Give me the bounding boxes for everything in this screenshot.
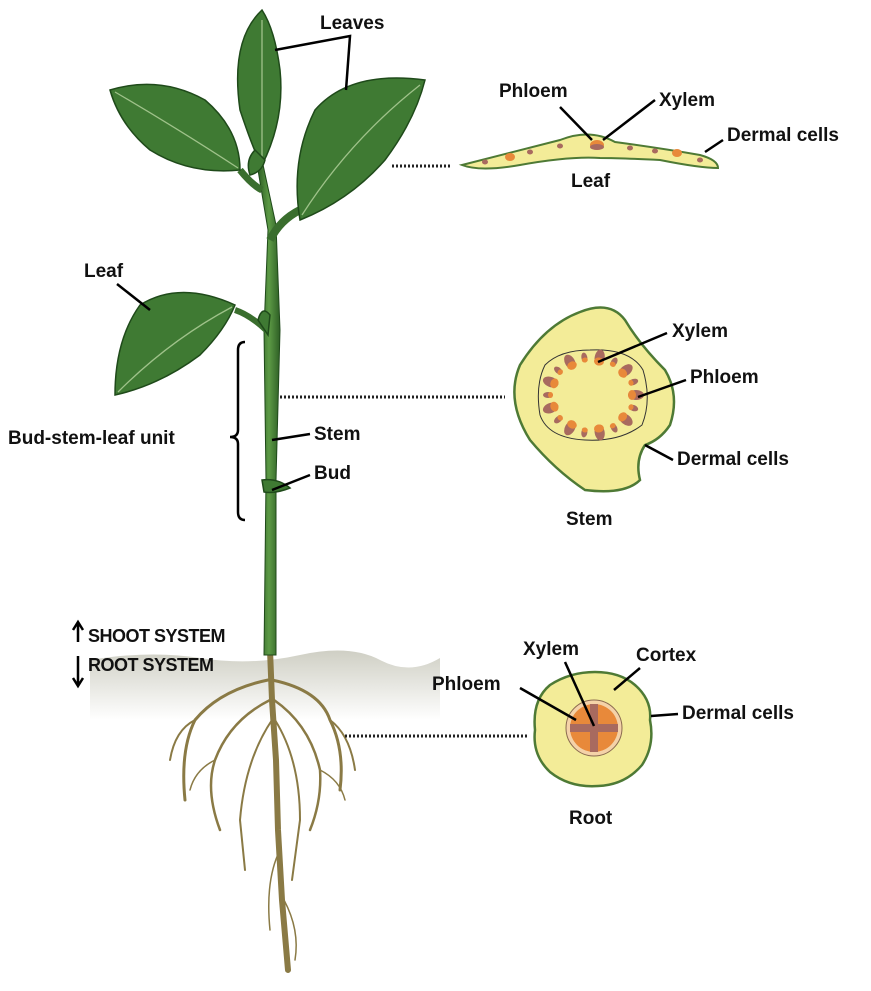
root-section-title: Root <box>569 808 613 829</box>
leaves-label: Leaves <box>320 13 384 34</box>
shoot-system-label: SHOOT SYSTEM <box>88 626 225 646</box>
arrow-up-icon <box>71 619 85 642</box>
stem-dermal-pointer <box>644 443 674 462</box>
unit-bracket <box>229 340 246 522</box>
vascular-bundle <box>564 420 577 436</box>
leaf-dermal-label: Dermal cells <box>727 125 839 146</box>
stem-dermal-label: Dermal cells <box>677 449 789 470</box>
vascular-bundle <box>581 352 588 363</box>
unit-label: Bud-stem-leaf unit <box>8 428 175 449</box>
leaves <box>109 8 426 494</box>
stem-phloem-label: Phloem <box>690 367 759 388</box>
arrow-down-icon <box>71 656 85 689</box>
root-xylem-label: Xylem <box>523 639 579 660</box>
vascular-bundle <box>628 378 639 386</box>
bud-pointer <box>271 473 311 492</box>
root-cortex-pointer <box>613 667 641 691</box>
stem-xylem-pointer <box>597 331 668 364</box>
root-phloem-pointer <box>519 686 577 722</box>
vascular-bundle <box>554 415 563 424</box>
leaf-label: Leaf <box>84 261 124 282</box>
root-system-label: ROOT SYSTEM <box>88 655 214 675</box>
stem-xylem-label: Xylem <box>672 321 728 342</box>
root-xylem-pointer <box>563 661 596 727</box>
vascular-bundle <box>618 412 633 426</box>
vascular-bundle <box>554 366 563 375</box>
vascular-bundle <box>593 424 605 441</box>
bud-label: Bud <box>314 463 351 484</box>
leaf-phloem-label: Phloem <box>499 81 568 102</box>
vascular-bundle <box>542 401 559 414</box>
vascular-bundle <box>581 427 588 438</box>
stem-section-title: Stem <box>566 509 612 530</box>
leaf-section-title: Leaf <box>571 171 611 192</box>
vascular-bundle <box>543 392 553 398</box>
stem-label: Stem <box>314 424 360 445</box>
root-dermal-pointer <box>650 712 679 718</box>
soil <box>90 650 440 720</box>
leaf-xylem-label: Xylem <box>659 90 715 111</box>
leaf-phloem-pointer <box>559 106 593 141</box>
stem-cross-section <box>513 306 676 493</box>
leaf-dermal-pointer <box>704 138 724 154</box>
vascular-bundle <box>628 404 639 412</box>
vascular-bundle <box>609 423 618 433</box>
stem-pointer <box>271 432 311 442</box>
vascular-bundle <box>618 364 633 378</box>
root-cortex-label: Cortex <box>636 645 697 666</box>
leaf-xylem-pointer <box>602 99 656 141</box>
vascular-bundle <box>542 376 559 389</box>
root-cross-section <box>533 670 653 788</box>
root-dermal-label: Dermal cells <box>682 703 794 724</box>
leaf-cross-section <box>458 133 720 170</box>
root-phloem-label: Phloem <box>432 674 501 695</box>
stem-phloem-pointer <box>637 378 687 399</box>
root-system <box>169 647 356 973</box>
vascular-bundle <box>564 354 577 370</box>
vascular-bundle <box>609 357 618 367</box>
leaf-pointer <box>116 283 151 311</box>
leaves-pointer <box>274 34 352 91</box>
